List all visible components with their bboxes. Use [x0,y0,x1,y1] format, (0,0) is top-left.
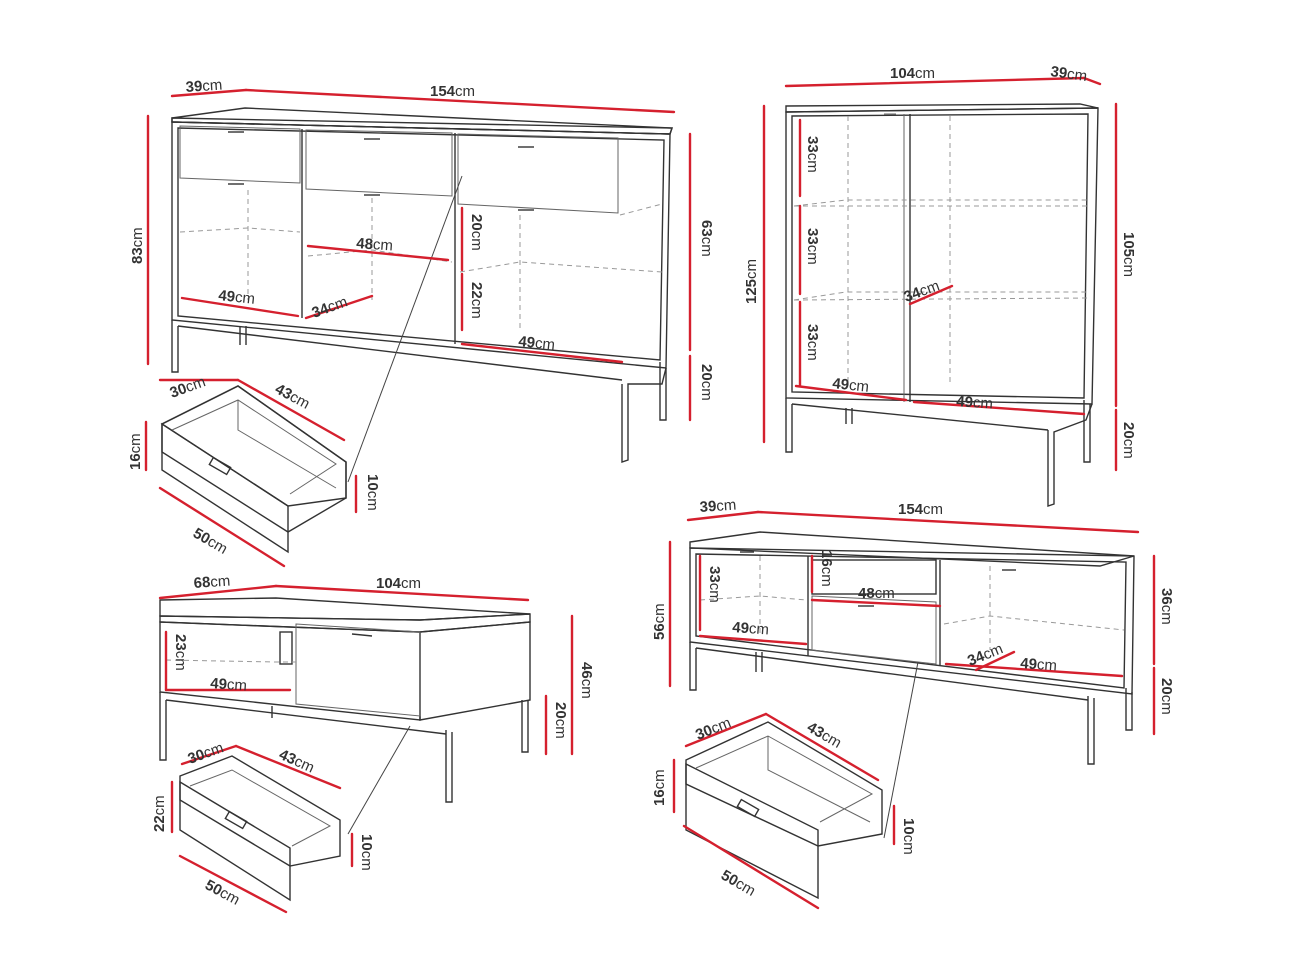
sideboard-drawer-inner-width-label: 30cm [168,373,208,402]
tv-stand-drawer-inner-width-label: 30cm [693,714,733,744]
tv-stand-drawing [689,531,1135,839]
highboard-leg-height-label: 20cm [1120,422,1137,459]
sideboard-height-label: 83cm [129,227,146,264]
coffee-table-leg-height-label: 20cm [552,702,569,739]
sideboard-width-label: 154cm [430,83,475,100]
highboard-width-label: 104cm [890,65,935,82]
tv-stand-drawer-front-height-label: 16cm [651,769,668,806]
sideboard-shelf-depth-label: 34cm [310,293,350,322]
coffee-table-drawer-inner-height-label: 10cm [358,834,375,871]
tv-stand-niche-height-label: 16cm [818,550,835,587]
sideboard-depth-label: 39cm [185,76,223,96]
highboard-shelf-height-3-label: 33cm [804,324,821,361]
coffee-table-drawer-depth-label: 43cm [276,746,316,776]
highboard-shelf-depth-label: 34cm [902,277,942,306]
tv-stand-leg-height-label: 20cm [1158,678,1175,715]
dimension-labels: 39cm 154cm 83cm 63cm 20cm 48cm 49cm 34cm… [127,63,1175,909]
sideboard-drawer-front-height-label: 16cm [127,433,144,470]
tv-stand-drawer-inner-height-label: 10cm [900,818,917,855]
coffee-table-width-label: 104cm [376,575,421,592]
sideboard-compartment-width-label: 49cm [218,287,256,308]
highboard-compartment-width-2-label: 49cm [956,393,994,413]
highboard-drawing [785,103,1099,507]
coffee-table-drawer-front-height-label: 22cm [151,795,168,832]
coffee-table-shelf-height-label: 23cm [172,634,189,671]
tv-stand-height-label: 56cm [651,603,668,640]
tv-stand-width-label: 154cm [898,501,943,518]
sideboard-leg-height-label: 20cm [698,364,715,401]
highboard-height-label: 125cm [743,259,760,304]
coffee-table-depth-label: 68cm [193,572,231,592]
highboard-shelf-height-1-label: 33cm [804,136,821,173]
tv-stand-compartment-width-2-label: 49cm [1020,655,1058,675]
coffee-table-drawer-inner-width-label: 30cm [186,739,226,768]
sideboard-body-height-label: 63cm [698,220,715,257]
coffee-table-compartment-width-label: 49cm [210,675,248,695]
highboard-compartment-width-label: 49cm [832,375,870,396]
tv-stand-depth-label: 39cm [699,496,737,516]
tv-stand-drawer-drawing [685,721,883,900]
sideboard-drawer-drawing [160,385,347,554]
sideboard-drawer-height-a-label: 20cm [468,214,485,251]
sideboard-drawer-height-b-label: 22cm [468,282,485,319]
tv-stand-shelf-height-label: 33cm [706,566,723,603]
sideboard-drawer-inner-height-label: 10cm [364,474,381,511]
tv-stand-body-height-label: 36cm [1158,588,1175,625]
sideboard-compartment-width-2-label: 49cm [518,333,556,354]
coffee-table-drawer-drawing [179,755,341,902]
tv-stand-compartment-width-label: 49cm [732,619,770,639]
dimension-lines [144,76,1156,914]
tv-stand-drawer-front-width-label: 50cm [718,867,758,900]
tv-stand-niche-width-label: 48cm [858,585,895,602]
coffee-table-drawing [159,597,531,835]
highboard-depth-label: 39cm [1049,63,1088,85]
sideboard-shelf-width-label: 48cm [356,235,394,255]
coffee-table-height-label: 46cm [578,662,595,699]
highboard-shelf-height-2-label: 33cm [804,228,821,265]
highboard-body-height-label: 105cm [1120,232,1137,277]
sideboard-drawer-depth-label: 43cm [272,381,312,413]
coffee-table-drawer-front-width-label: 50cm [202,877,242,909]
